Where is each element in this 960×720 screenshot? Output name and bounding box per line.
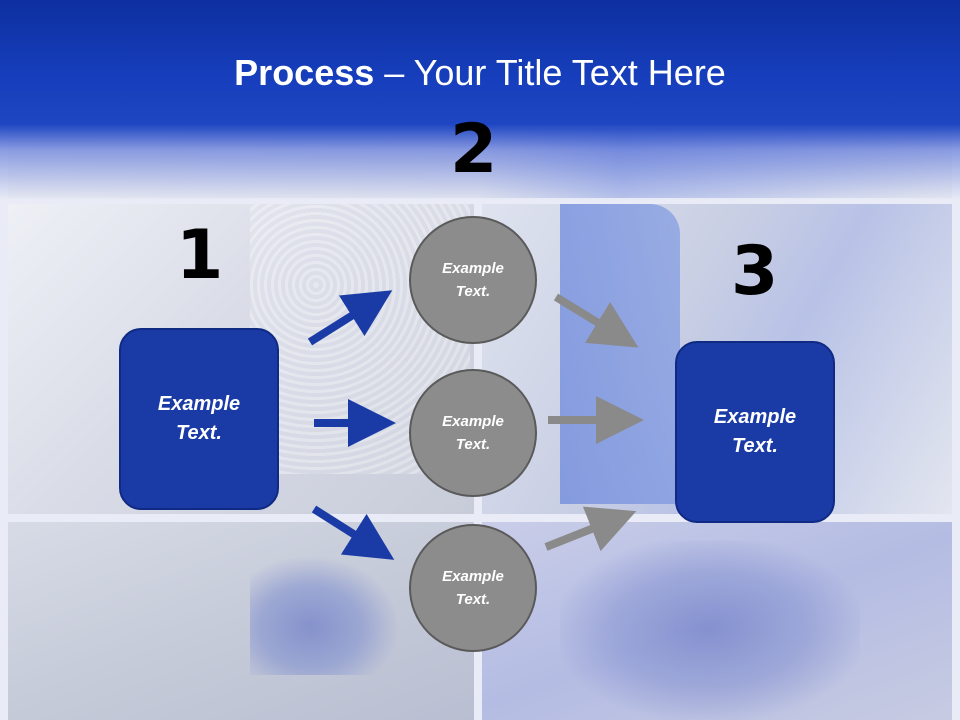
box-right-line2: Text. [732, 435, 778, 457]
title-rest: – Your Title Text Here [374, 52, 726, 93]
shoe-closeup-image [560, 540, 860, 720]
title-bold: Process [234, 52, 375, 93]
arrow-blue-down [311, 505, 395, 560]
slide-title: Process – Your Title Text Here [0, 52, 960, 94]
arrow-gray-down [553, 293, 639, 348]
box-left-line1: Example [157, 393, 241, 415]
circle-middle-line1: Example [442, 413, 504, 430]
step-number-3: 3 [731, 232, 779, 311]
circle-top-line1: Example [442, 260, 504, 277]
step-number-2: 2 [450, 110, 498, 189]
circle-bottom-line1: Example [442, 568, 504, 585]
shoes-image [250, 555, 400, 675]
arrow-gray-up [544, 506, 637, 552]
circle-middle-line2: Text. [455, 436, 491, 453]
circle-top-line2: Text. [455, 283, 491, 300]
header-band [0, 0, 960, 200]
arrow-blue-up [307, 290, 393, 346]
blue-jacket-image [560, 204, 680, 504]
photo-tile-shoe-rings [482, 522, 952, 720]
circle-bottom-line2: Text. [455, 591, 491, 608]
box-right-line1: Example [713, 406, 797, 428]
box-left-line2: Text. [176, 422, 222, 444]
step-number-1: 1 [176, 216, 224, 295]
